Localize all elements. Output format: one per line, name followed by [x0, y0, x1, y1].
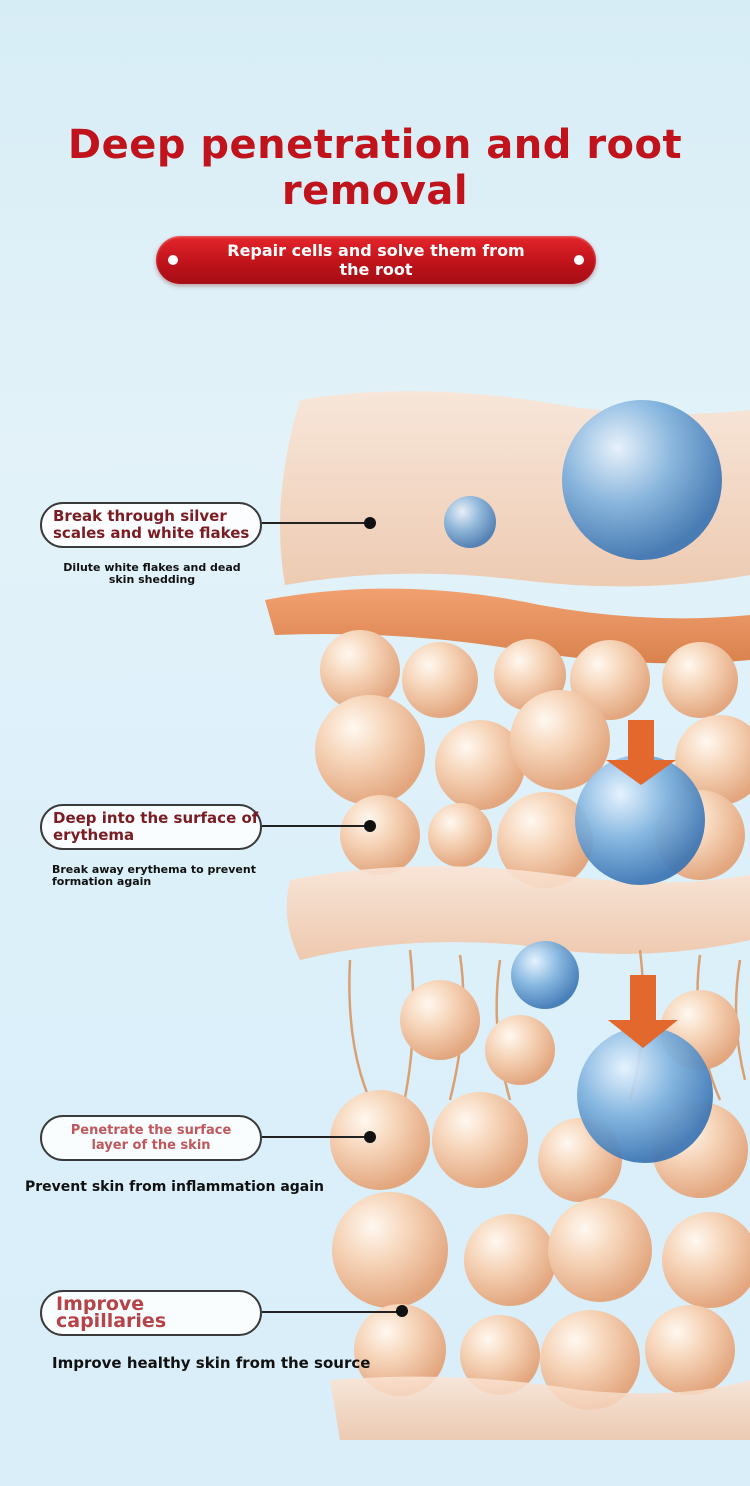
banner-dot-right: [574, 255, 584, 265]
subtitle-banner: Repair cells and solve them from the roo…: [156, 236, 596, 284]
callout-dot-4: [396, 1305, 408, 1317]
skin-layers-illustration: [265, 391, 750, 1440]
mid-water-droplet-1: [575, 755, 705, 885]
large-water-droplet: [562, 400, 722, 560]
base-skin-sheet: [330, 1376, 750, 1440]
deep-water-droplet: [577, 1027, 713, 1163]
callout-dot-3: [364, 1131, 376, 1143]
epidermis-band: [265, 588, 750, 664]
callout-caption-3: Prevent skin from inflammation again: [25, 1179, 325, 1195]
down-arrow-icon: [606, 720, 676, 785]
callout-badge-2: Deep into the surface of erythema: [40, 804, 262, 850]
callout-badge-3: Penetrate the surface layer of the skin: [40, 1115, 262, 1161]
callout-caption-1: Dilute white flakes and dead skin sheddi…: [63, 561, 241, 586]
middle-skin-sheet: [286, 866, 750, 960]
down-arrow-icon: [608, 975, 678, 1048]
page-title: Deep penetration and root removal: [67, 122, 683, 214]
banner-dot-left: [168, 255, 178, 265]
callout-dot-1: [364, 517, 376, 529]
callout-caption-4: Improve healthy skin from the source: [52, 1354, 371, 1372]
callout-leader-2: [262, 825, 370, 827]
callout-leader-4: [262, 1311, 402, 1313]
callout-dot-2: [364, 820, 376, 832]
callout-badge-1: Break through silver scales and white fl…: [40, 502, 262, 548]
callout-badge-4: Improve capillaries: [40, 1290, 262, 1336]
callout-caption-2: Break away erythema to prevent formation…: [52, 863, 256, 888]
callout-leader-1: [262, 522, 370, 524]
callout-leader-3: [262, 1136, 370, 1138]
small-water-droplet: [444, 496, 496, 548]
mid-water-droplet-2: [511, 941, 579, 1009]
subtitle-text: Repair cells and solve them from the roo…: [227, 241, 525, 279]
lower-cell-cluster: [330, 980, 750, 1410]
